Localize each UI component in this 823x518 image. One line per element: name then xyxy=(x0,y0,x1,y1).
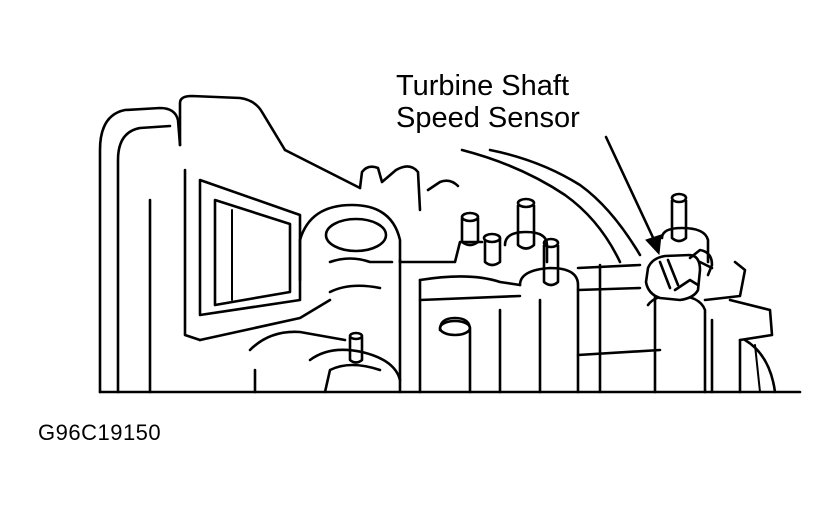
figure-id: G96C19150 xyxy=(38,420,162,445)
callout-line-2: Speed Sensor xyxy=(396,102,580,134)
callout-arrow xyxy=(604,135,662,256)
transmission-housing xyxy=(98,94,362,394)
sensor-callout-label: Turbine Shaft Speed Sensor xyxy=(396,70,580,134)
valve-body xyxy=(308,230,662,394)
housing-flange xyxy=(298,165,422,294)
speed-sensor xyxy=(644,248,714,302)
wire-harness xyxy=(426,148,642,264)
case-boss xyxy=(646,226,777,394)
callout-line-1: Turbine Shaft xyxy=(396,70,570,102)
